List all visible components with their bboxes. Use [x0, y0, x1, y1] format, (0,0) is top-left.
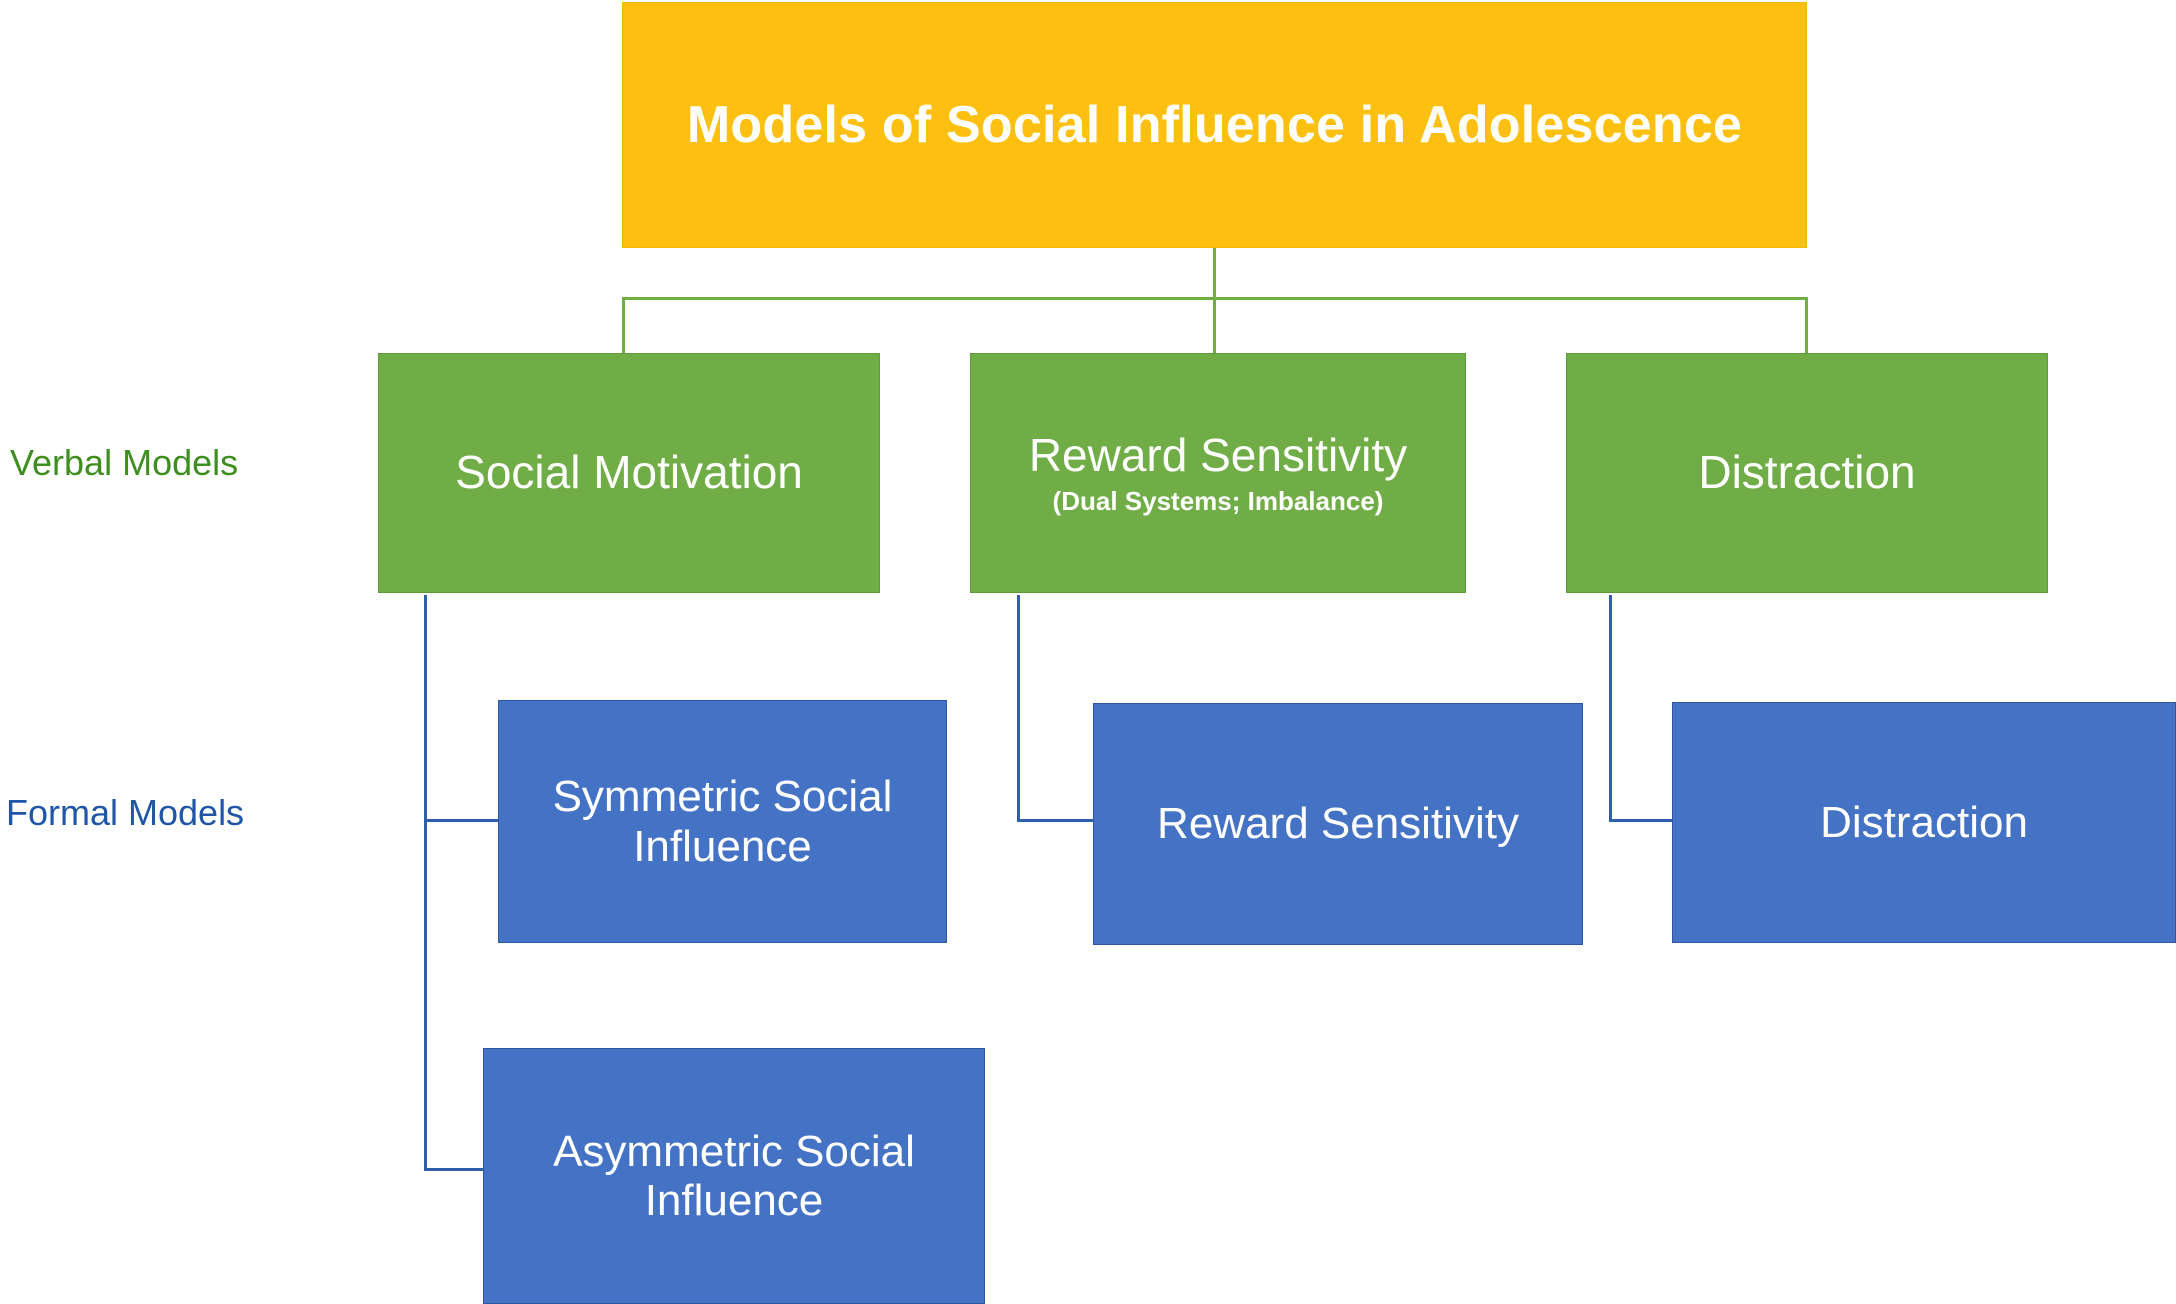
- connector-social-motivation-trunk: [424, 595, 427, 1171]
- row-label-formal-models: Formal Models: [6, 792, 245, 833]
- connector-distraction-trunk: [1609, 595, 1612, 822]
- formal-node-reward-sensitivity: Reward Sensitivity: [1093, 703, 1583, 945]
- verbal-node-label: Reward Sensitivity: [1028, 428, 1408, 481]
- verbal-node-distraction: Distraction: [1566, 353, 2048, 593]
- formal-node-label: Symmetric Social Influence: [552, 772, 893, 871]
- formal-node-distraction: Distraction: [1672, 702, 2176, 943]
- verbal-node-label: Distraction: [1698, 446, 1916, 499]
- connector-root-stem: [1213, 248, 1216, 299]
- verbal-node-reward-sensitivity: Reward Sensitivity (Dual Systems; Imbala…: [970, 353, 1466, 593]
- root-node-models-of-social-influence: Models of Social Influence in Adolescenc…: [622, 2, 1807, 248]
- verbal-node-social-motivation: Social Motivation: [378, 353, 880, 593]
- connector-social-motivation-to-asymmetric: [424, 1168, 485, 1171]
- connector-root-drop-middle: [1213, 297, 1216, 353]
- formal-node-label: Reward Sensitivity: [1157, 799, 1519, 849]
- connector-reward-sensitivity-trunk: [1017, 595, 1020, 822]
- connector-root-drop-right: [1805, 297, 1808, 353]
- connector-reward-sensitivity-elbow: [1017, 819, 1095, 822]
- formal-node-symmetric-social-influence: Symmetric Social Influence: [498, 700, 947, 943]
- connector-social-motivation-to-symmetric: [424, 819, 500, 822]
- root-node-label: Models of Social Influence in Adolescenc…: [686, 95, 1743, 154]
- formal-node-label: Distraction: [1820, 797, 2028, 847]
- connector-root-drop-left: [622, 297, 625, 353]
- verbal-node-label: Social Motivation: [455, 446, 803, 499]
- row-label-verbal-models: Verbal Models: [10, 442, 239, 483]
- verbal-node-subtitle: (Dual Systems; Imbalance): [1052, 486, 1384, 517]
- formal-node-asymmetric-social-influence: Asymmetric Social Influence: [483, 1048, 985, 1304]
- connector-distraction-elbow: [1609, 819, 1675, 822]
- formal-node-label: Asymmetric Social Influence: [553, 1126, 915, 1225]
